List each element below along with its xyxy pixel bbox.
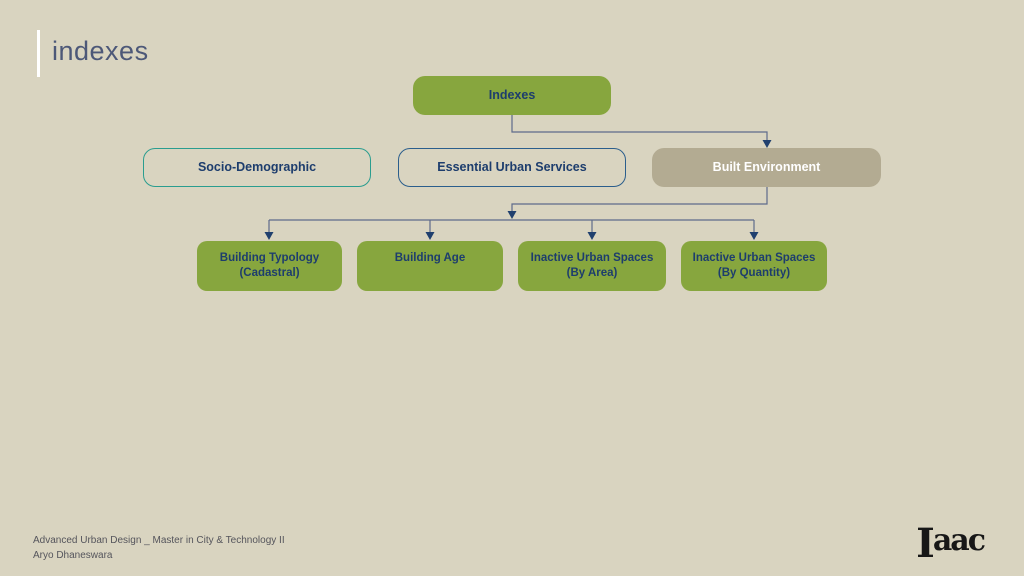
node-inactive-urban-spaces-quantity: Inactive Urban Spaces (By Quantity): [681, 241, 827, 291]
node-inactive-urban-spaces-area: Inactive Urban Spaces (By Area): [518, 241, 666, 291]
iaac-logo-rest: aac: [932, 523, 986, 558]
footer-course: Advanced Urban Design _ Master in City &…: [33, 535, 285, 546]
node-indexes: Indexes: [413, 76, 611, 115]
node-inactive-urban-spaces-quantity-line1: Inactive Urban Spaces: [692, 252, 816, 264]
node-essential-urban-services-label: Essential Urban Services: [437, 160, 587, 175]
footer-credits: Advanced Urban Design _ Master in City &…: [33, 533, 285, 563]
footer-author: Aryo Dhaneswara: [33, 550, 113, 561]
node-building-age: Building Age: [357, 241, 503, 291]
node-inactive-urban-spaces-area-line1: Inactive Urban Spaces: [530, 252, 654, 264]
node-building-typology-line1: Building Typology: [219, 252, 320, 264]
node-building-typology: Building Typology (Cadastral): [197, 241, 342, 291]
node-built-environment: Built Environment: [652, 148, 881, 187]
node-building-age-line1: Building Age: [394, 252, 466, 264]
node-socio-demographic: Socio-Demographic: [143, 148, 371, 187]
title-accent-bar: [37, 30, 40, 77]
node-indexes-label: Indexes: [488, 88, 536, 103]
iaac-logo-initial: I: [916, 520, 935, 567]
node-building-typology-line2: (Cadastral): [239, 266, 300, 279]
iaac-logo: Iaac: [916, 523, 986, 565]
node-built-environment-label: Built Environment: [712, 160, 821, 175]
node-inactive-urban-spaces-quantity-line2: (By Quantity): [717, 266, 791, 279]
page-title: indexes: [52, 36, 149, 66]
node-essential-urban-services: Essential Urban Services: [398, 148, 626, 187]
node-socio-demographic-label: Socio-Demographic: [197, 160, 317, 175]
node-inactive-urban-spaces-area-line2: (By Area): [566, 266, 618, 279]
